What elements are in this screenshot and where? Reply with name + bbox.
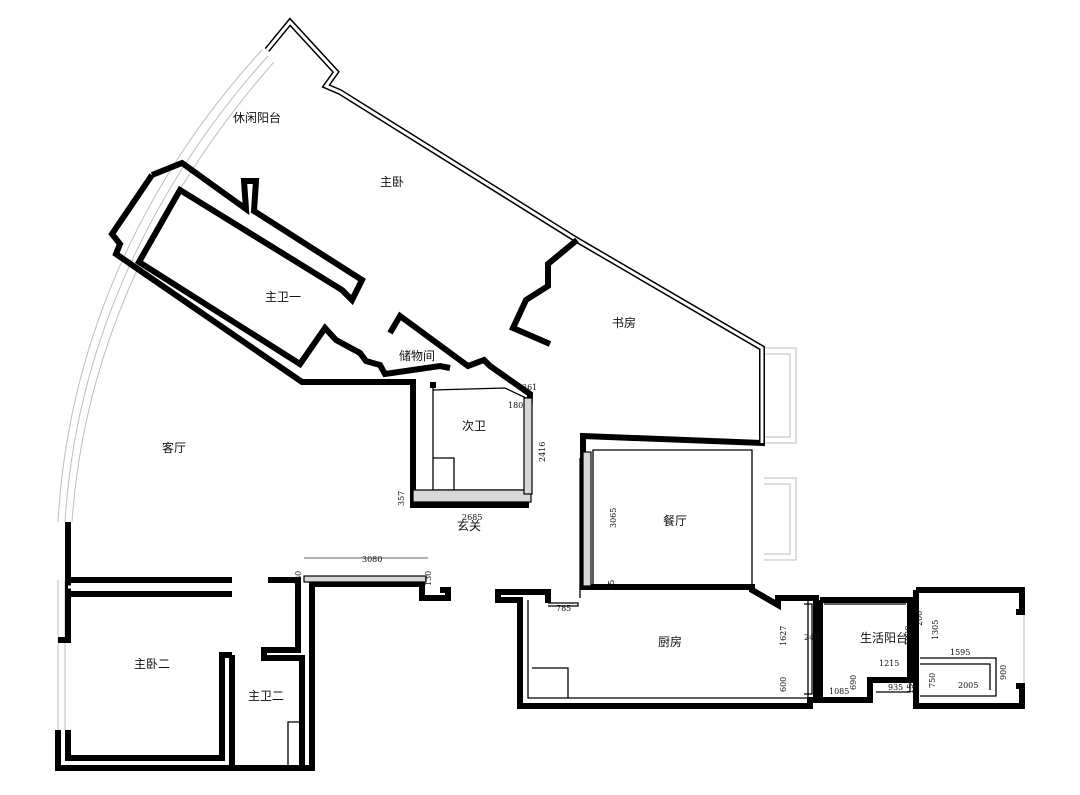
dim-357: 357 — [397, 491, 406, 506]
label-living-room: 客厅 — [162, 440, 186, 455]
dim-600: 600 — [779, 677, 788, 692]
dim-1085: 1085 — [829, 687, 849, 696]
dim-750: 750 — [928, 673, 937, 688]
second-bath — [412, 382, 533, 503]
master-bedroom-walls — [108, 159, 579, 508]
label-storage: 储物间 — [399, 348, 435, 363]
dim-2416: 2416 — [538, 442, 547, 462]
dim-690: 690 — [849, 675, 858, 690]
label-second-bath: 次卫 — [462, 419, 486, 433]
dining-walls — [579, 449, 753, 598]
label-study: 书房 — [612, 315, 636, 330]
dim-3080: 3080 — [362, 555, 382, 564]
label-master-bath-2: 主卫二 — [248, 689, 284, 703]
dim-130-b: 130 — [424, 571, 433, 586]
dim-3065: 3065 — [609, 508, 618, 528]
dim-1215: 1215 — [879, 659, 899, 668]
dim-65: 65 — [607, 580, 616, 590]
dim-935: 935 — [888, 683, 903, 692]
curved-window — [57, 49, 275, 730]
dimension-labels: 361 180 2416 357 2685 3065 65 3080 130 1… — [294, 383, 1008, 696]
kitchen-walls — [527, 600, 813, 699]
dim-1305: 1305 — [931, 620, 940, 640]
dim-1030: 1030 — [904, 626, 913, 646]
dim-150: 150 — [906, 679, 915, 694]
label-leisure-balcony: 休闲阳台 — [233, 110, 281, 125]
label-dining-room: 餐厅 — [663, 513, 687, 528]
living-walls — [55, 522, 451, 771]
exterior-wall — [264, 17, 819, 709]
dim-900: 900 — [999, 665, 1008, 680]
dim-1627: 1627 — [779, 626, 788, 646]
room-labels: 休闲阳台 主卧 主卫一 储物间 书房 次卫 客厅 玄关 餐厅 厨房 生活阳台 主… — [134, 110, 908, 703]
dim-200: 200 — [915, 611, 924, 626]
dim-785: 785 — [556, 604, 571, 613]
label-master-bedroom-2: 主卧二 — [134, 657, 170, 671]
dim-130-a: 130 — [294, 571, 303, 586]
dim-361: 361 — [522, 383, 537, 392]
dim-2685: 2685 — [462, 513, 482, 522]
label-kitchen: 厨房 — [658, 634, 682, 649]
dim-2005: 2005 — [958, 681, 978, 690]
utility-balcony-walls — [817, 587, 1025, 709]
label-master-bedroom: 主卧 — [380, 175, 404, 189]
label-entrance: 玄关 — [457, 518, 481, 533]
label-master-bath-1: 主卫一 — [265, 290, 301, 304]
dim-180: 180 — [508, 401, 523, 410]
label-utility-balcony: 生活阳台 — [860, 630, 908, 645]
dim-240: 240 — [804, 633, 819, 642]
dim-1595: 1595 — [950, 648, 970, 657]
